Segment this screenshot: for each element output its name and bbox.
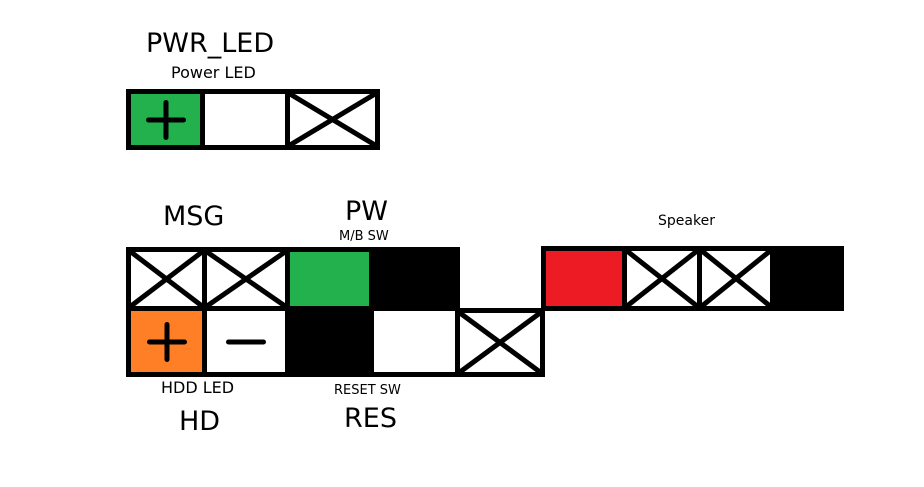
msg-label: MSG — [163, 201, 225, 232]
header-top-pin-2 — [202, 247, 290, 311]
plus-icon-bar-v — [164, 321, 169, 362]
no-pin-cross-icon — [207, 252, 285, 306]
pwr-led-pin-3 — [285, 89, 380, 150]
mb-sw-label: M/B SW — [339, 229, 389, 244]
header-bottom-pin-4 — [369, 306, 460, 377]
header-bottom-pin-2 — [202, 306, 290, 377]
no-pin-cross-icon — [627, 251, 697, 306]
reset-sw-label: RESET SW — [334, 383, 401, 398]
header-top-pin-4 — [369, 247, 460, 311]
speaker-pin-1 — [541, 246, 627, 311]
plus-icon — [131, 94, 201, 145]
header-bottom-pin-3 — [285, 306, 374, 377]
speaker-pin-4 — [770, 246, 844, 311]
pwr-led-pin-2 — [200, 89, 290, 150]
header-top-pin-1 — [126, 247, 207, 311]
power-led-label: Power LED — [171, 63, 256, 82]
no-pin-cross-icon — [460, 313, 540, 372]
minus-icon — [226, 339, 266, 344]
no-pin-cross-icon — [290, 94, 375, 145]
header-bottom-pin-1 — [126, 306, 207, 377]
hd-label: HD — [179, 406, 221, 437]
speaker-pin-2 — [622, 246, 702, 311]
pw-label: PW — [345, 196, 388, 227]
plus-icon — [131, 311, 202, 372]
no-pin-cross-icon — [131, 252, 202, 306]
hdd-led-label: HDD LED — [161, 378, 235, 397]
plus-icon-bar-v — [163, 99, 169, 140]
no-pin-cross-icon — [702, 251, 770, 306]
res-label: RES — [344, 403, 397, 434]
pwr-led-pin-1 — [126, 89, 206, 150]
header-top-pin-3 — [285, 247, 374, 311]
speaker-label: Speaker — [658, 213, 715, 229]
speaker-pin-3 — [697, 246, 775, 311]
header-bottom-pin-5 — [455, 308, 545, 377]
pwr-led-title: PWR_LED — [146, 28, 275, 59]
